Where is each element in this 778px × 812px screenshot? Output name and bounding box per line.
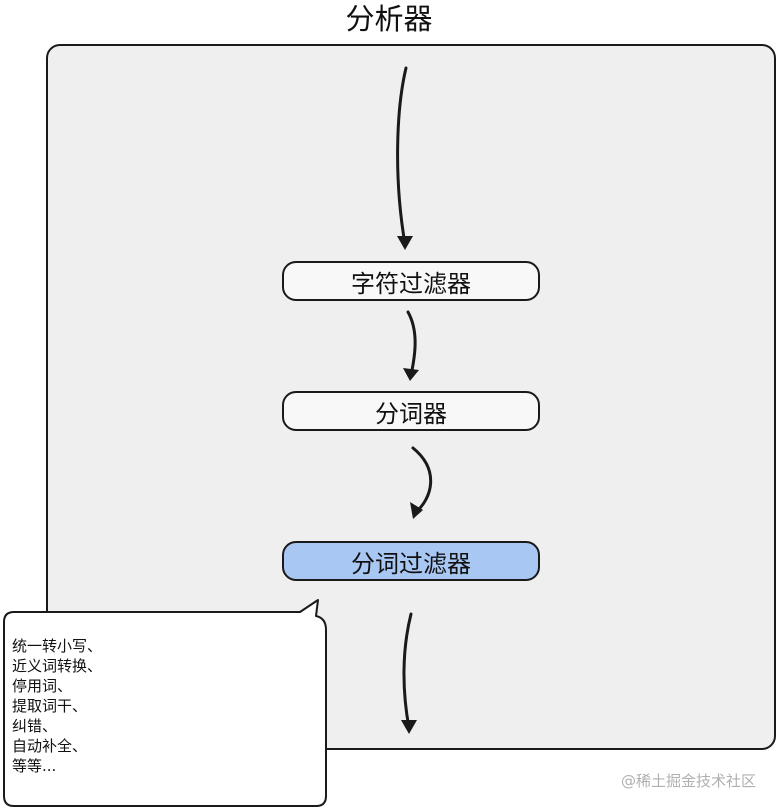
example-line: 近义词转换、 [12, 657, 103, 675]
arrow-input-to-char-filter [396, 66, 408, 246]
arrow-char-filter-to-tokenizer [406, 310, 417, 377]
char-filter-label: 字符过滤器 [351, 269, 471, 298]
token-filter-examples: 统一转小写、 近义词转换、 停用词、 提取词干、 纠错、 自动补全、 等等... [12, 636, 312, 776]
analyzer-title: 分析器 [345, 2, 433, 36]
arrowhead-4 [401, 720, 417, 734]
token-filter-label: 分词过滤器 [351, 549, 471, 578]
speech-bubble [3, 599, 327, 807]
example-line: 等等... [12, 757, 57, 775]
arrowhead-3 [410, 502, 423, 519]
arrowhead-1 [397, 236, 413, 250]
arrowhead-2 [403, 368, 419, 381]
arrow-tokenizer-to-token-filter [411, 446, 433, 514]
token-filter-node: 分词过滤器 [282, 541, 540, 581]
tokenizer-node: 分词器 [282, 391, 540, 431]
example-line: 纠错、 [12, 717, 58, 735]
char-filter-node: 字符过滤器 [282, 261, 540, 301]
watermark: @稀土掘金技术社区 [620, 772, 756, 790]
arrow-token-filter-to-output [402, 612, 413, 730]
example-line: 提取词干、 [12, 697, 88, 715]
tokenizer-label: 分词器 [375, 399, 447, 428]
example-line: 统一转小写、 [12, 637, 103, 655]
example-line: 自动补全、 [12, 737, 88, 755]
example-line: 停用词、 [12, 677, 73, 695]
